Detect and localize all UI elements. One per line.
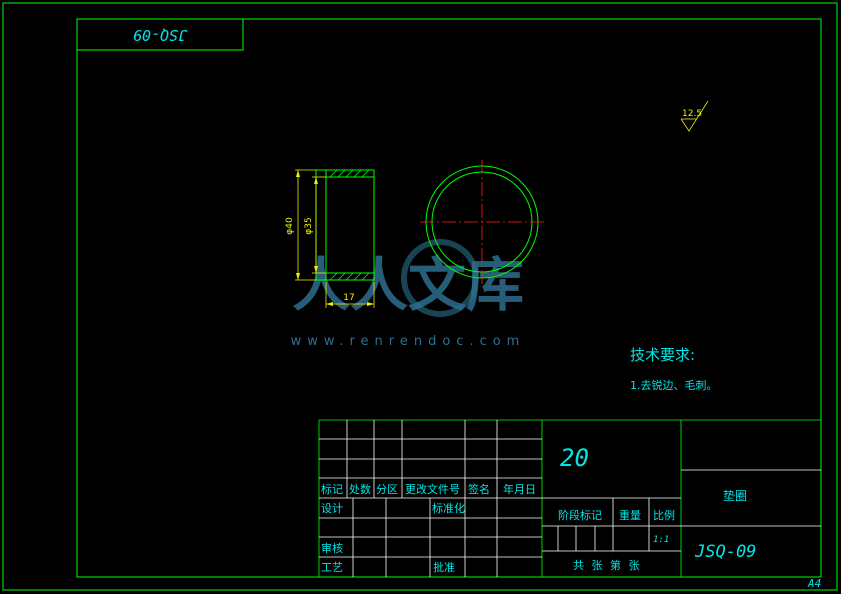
label-count: 处数: [349, 483, 371, 496]
watermark-url: www.renrendoc.com: [291, 334, 526, 349]
scale-value: 1:1: [653, 535, 669, 545]
code-box: [76, 18, 244, 51]
sheet-size-label: A4: [807, 577, 821, 590]
label-date: 年月日: [503, 482, 536, 496]
tech-req-item: 1.去锐边、毛刺。: [630, 378, 718, 392]
front-view: [420, 160, 544, 284]
label-standardize: 标准化: [432, 501, 465, 515]
dimension-lines: [295, 169, 375, 308]
label-review: 审核: [321, 541, 343, 555]
label-weight: 重量: [619, 508, 641, 522]
label-change-doc: 更改文件号: [405, 482, 460, 496]
label-scale: 比例: [653, 508, 675, 522]
drawing-frame: [76, 18, 822, 578]
drawing-number: JSQ-09: [694, 542, 756, 562]
roughness-symbol: [680, 100, 709, 132]
roughness-value: 12.5: [682, 109, 702, 119]
code-box-text: JSQ-09: [133, 26, 188, 44]
part-name: 垫圈: [723, 488, 747, 503]
tech-req-title: 技术要求:: [630, 346, 695, 364]
title-block-grid: [318, 419, 821, 577]
material-value: 20: [560, 444, 589, 472]
sheet-info: 共 张 第 张: [573, 558, 642, 572]
dim-length: 17: [343, 293, 354, 303]
label-mark: 标记: [321, 482, 343, 496]
label-stage-mark: 阶段标记: [558, 508, 602, 522]
dimension-arrows: [296, 170, 374, 306]
label-process: 工艺: [321, 561, 343, 574]
label-zone: 分区: [376, 483, 398, 496]
label-design: 设计: [321, 502, 343, 515]
dim-inner-diameter: φ35: [304, 217, 314, 234]
label-approve: 批准: [433, 560, 455, 574]
label-signature: 签名: [468, 482, 490, 496]
dim-outer-diameter: φ40: [285, 217, 295, 235]
